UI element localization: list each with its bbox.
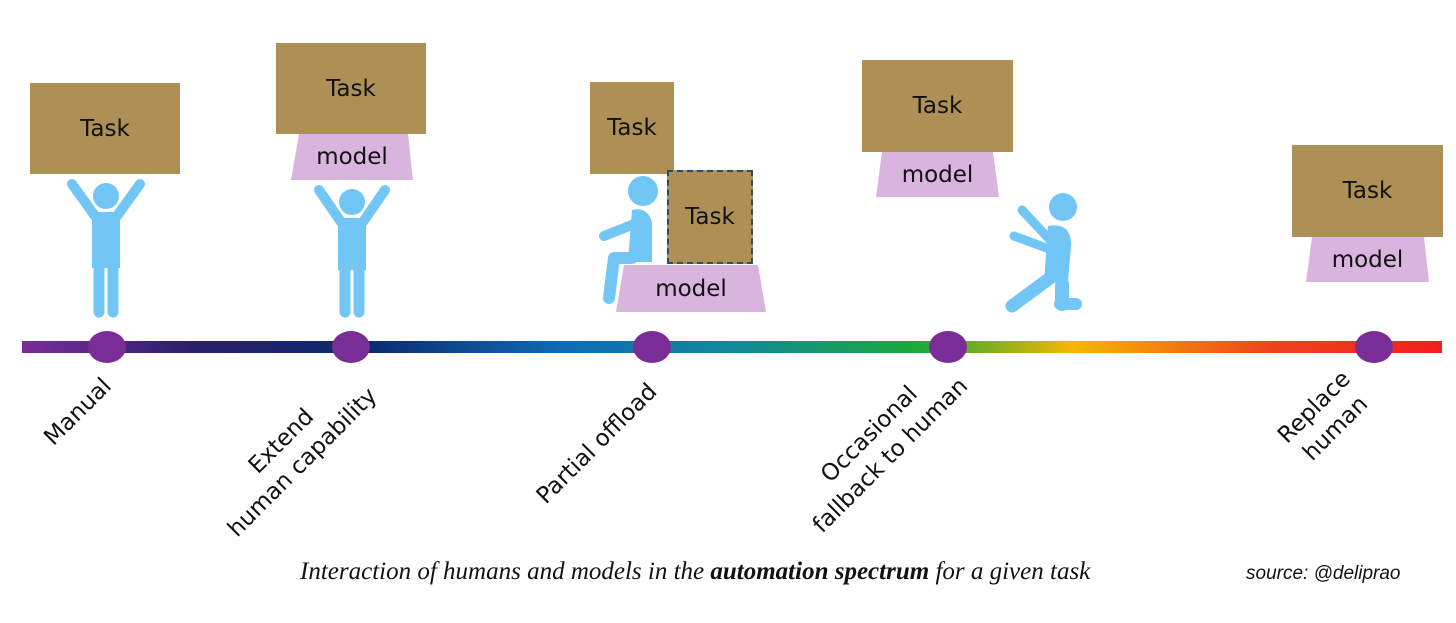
human-arms-raised-icon [314, 185, 390, 318]
model-shape [616, 265, 766, 312]
task-box: Task [30, 83, 180, 174]
human-kneeling-icon [1005, 193, 1082, 313]
human-seated-icon [599, 176, 658, 304]
task-box: Task [862, 60, 1013, 152]
model-label: model [901, 161, 974, 188]
offloaded-task-box: Task [667, 170, 753, 264]
caption-emphasis: automation spectrum [710, 558, 930, 585]
model-shape [876, 152, 999, 197]
task-box: Task [1292, 145, 1443, 237]
task-box: Task [590, 82, 674, 174]
node-partial [633, 331, 671, 363]
node-extend [332, 331, 370, 363]
model-label: model [1331, 246, 1404, 273]
model-label: model [655, 275, 727, 302]
diagram-caption: Interaction of humans and models in the … [300, 558, 1160, 586]
task-box: Task [276, 43, 426, 134]
model-shape [1306, 237, 1429, 282]
caption-text-after: for a given task [929, 558, 1091, 585]
model-label: model [316, 144, 388, 170]
node-manual [88, 331, 126, 363]
node-occasional [929, 331, 967, 363]
source-credit: source: @deliprao [1246, 563, 1401, 584]
model-shape [291, 134, 413, 180]
caption-text-before: Interaction of humans and models in the [300, 558, 711, 585]
spectrum-line [22, 341, 1442, 353]
human-arms-raised-icon [67, 179, 145, 318]
node-replace [1355, 331, 1393, 363]
